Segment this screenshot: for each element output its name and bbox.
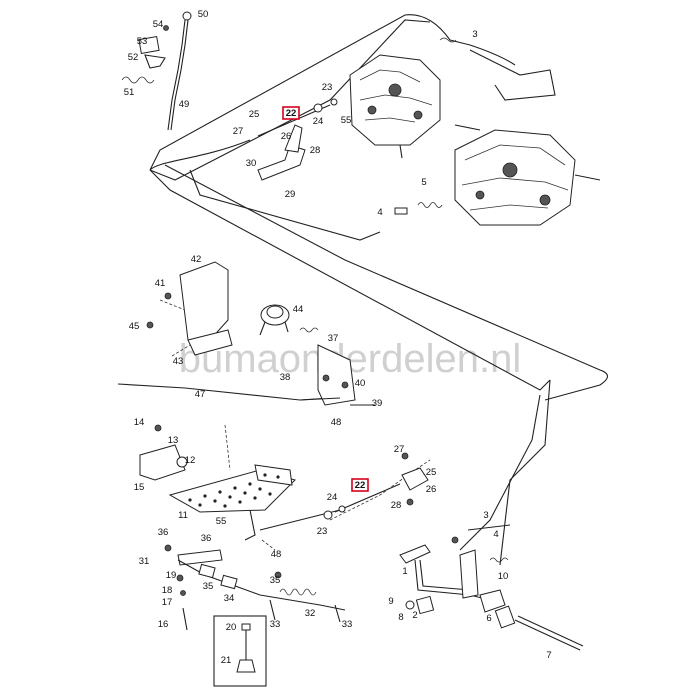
part-label-45: 45 [129, 321, 140, 332]
part-label-33: 33 [342, 619, 353, 630]
part-label-39: 39 [372, 398, 383, 409]
part-label-30: 30 [246, 158, 257, 169]
part-label-53: 53 [137, 36, 148, 47]
part-label-14: 14 [134, 417, 145, 428]
pedal-11 [139, 424, 296, 541]
bracket-37 [299, 344, 375, 406]
part-label-23: 23 [322, 82, 333, 93]
cable-spring [394, 202, 443, 215]
part-label-42: 42 [191, 254, 202, 265]
part-label-28: 28 [391, 500, 402, 511]
part-label-8: 8 [398, 612, 403, 623]
part-label-19: 19 [166, 570, 177, 581]
switch-44 [259, 304, 319, 336]
part-label-4: 4 [493, 529, 498, 540]
part-label-32: 32 [305, 608, 316, 619]
part-label-38: 38 [280, 372, 291, 383]
part-label-47: 47 [195, 389, 206, 400]
part-label-35: 35 [203, 581, 214, 592]
part-label-11: 11 [178, 510, 188, 521]
part-label-18: 18 [162, 585, 173, 596]
part-label-24: 24 [313, 116, 324, 127]
cable-22-lower [323, 452, 429, 520]
part-label-48: 48 [271, 549, 282, 560]
part-label-49: 49 [179, 99, 190, 110]
highlighted-part-label-22: 22 [286, 108, 297, 119]
part-label-3: 3 [483, 510, 488, 521]
part-label-13: 13 [168, 435, 179, 446]
part-label-5: 5 [421, 177, 426, 188]
part-label-7: 7 [546, 650, 551, 661]
part-label-27: 27 [394, 444, 405, 455]
part-label-3: 3 [472, 29, 477, 40]
lever-assembly-top [121, 11, 192, 131]
part-label-16: 16 [158, 619, 169, 630]
part-label-26: 26 [281, 131, 292, 142]
part-label-51: 51 [124, 87, 135, 98]
part-label-4: 4 [377, 207, 382, 218]
part-label-20: 20 [226, 622, 237, 633]
part-label-34: 34 [224, 593, 235, 604]
part-label-36: 36 [158, 527, 169, 538]
part-label-43: 43 [173, 356, 184, 367]
part-label-26: 26 [426, 484, 437, 495]
highlighted-part-labels: 22 22 [282, 106, 369, 492]
part-label-31: 31 [139, 556, 150, 567]
plate-42 [146, 261, 233, 356]
part-label-2: 2 [412, 610, 417, 621]
part-label-9: 9 [388, 596, 393, 607]
part-label-15: 15 [134, 482, 145, 493]
highlight-box [351, 478, 369, 492]
highlight-box [282, 106, 300, 120]
part-label-40: 40 [355, 378, 366, 389]
part-label-25: 25 [249, 109, 260, 120]
part-label-33: 33 [270, 619, 281, 630]
part-label-55: 55 [341, 115, 352, 126]
part-label-52: 52 [128, 52, 139, 63]
part-label-24: 24 [327, 492, 338, 503]
part-label-48: 48 [331, 417, 342, 428]
linkage-top-right [439, 37, 556, 101]
part-label-23: 23 [317, 526, 328, 537]
part-label-17: 17 [162, 597, 173, 608]
part-label-54: 54 [153, 19, 164, 30]
highlighted-part-label-22: 22 [355, 480, 366, 491]
pedal-assembly-right [399, 524, 584, 651]
part-label-55: 55 [216, 516, 227, 527]
part-label-44: 44 [293, 304, 304, 315]
part-label-21: 21 [221, 655, 232, 666]
part-label-41: 41 [155, 278, 166, 289]
part-label-6: 6 [486, 613, 491, 624]
part-label-28: 28 [310, 145, 321, 156]
part-label-36: 36 [201, 533, 212, 544]
part-label-25: 25 [426, 467, 437, 478]
shaft-assembly-lower-left [164, 544, 346, 631]
part-label-12: 12 [185, 455, 196, 466]
part-label-27: 27 [233, 126, 244, 137]
part-label-1: 1 [402, 566, 407, 577]
part-label-50: 50 [198, 9, 209, 20]
transmission-upper [349, 54, 441, 159]
part-label-29: 29 [285, 189, 296, 200]
part-label-10: 10 [498, 571, 509, 582]
transmission-lower [454, 124, 601, 226]
bracket-29 [257, 124, 306, 181]
part-label-37: 37 [328, 333, 339, 344]
cable-22-upper [257, 98, 338, 137]
inset-20-21 [213, 615, 267, 687]
part-label-35: 35 [270, 575, 281, 586]
